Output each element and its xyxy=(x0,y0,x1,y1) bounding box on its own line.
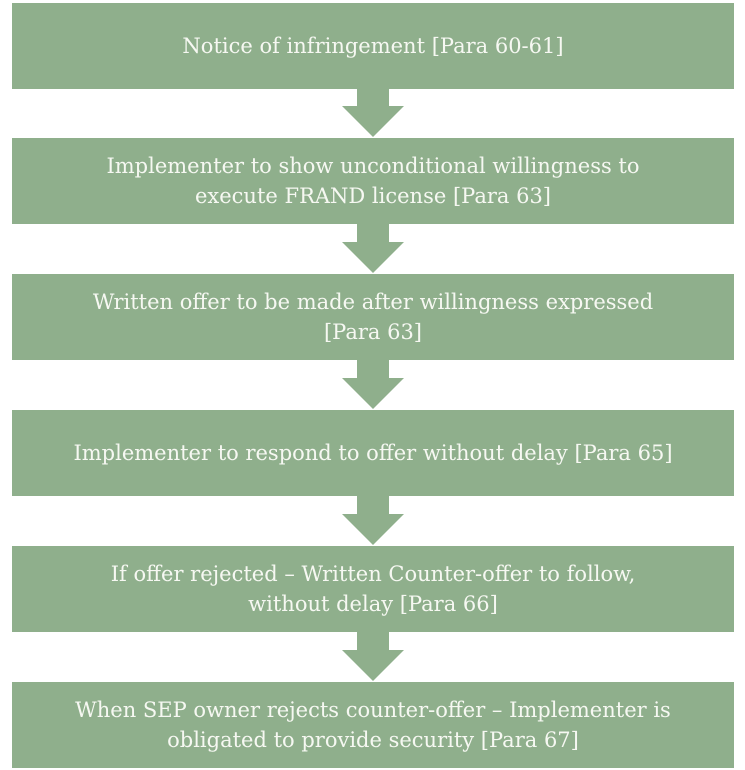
down-arrow-icon xyxy=(342,88,404,137)
step-box-4: Implementer to respond to offer without … xyxy=(12,410,734,496)
step-box-1: Notice of infringement [Para 60-61] xyxy=(12,3,734,89)
step-box-3: Written offer to be made after willingne… xyxy=(12,274,734,360)
down-arrow-icon xyxy=(342,496,404,545)
step-box-5: If offer rejected – Written Counter-offe… xyxy=(12,546,734,632)
down-arrow-icon xyxy=(342,360,404,409)
step-box-2: Implementer to show unconditional willin… xyxy=(12,138,734,224)
down-arrow-icon xyxy=(342,224,404,273)
step-box-6: When SEP owner rejects counter-offer – I… xyxy=(12,682,734,768)
down-arrow-icon xyxy=(342,632,404,681)
